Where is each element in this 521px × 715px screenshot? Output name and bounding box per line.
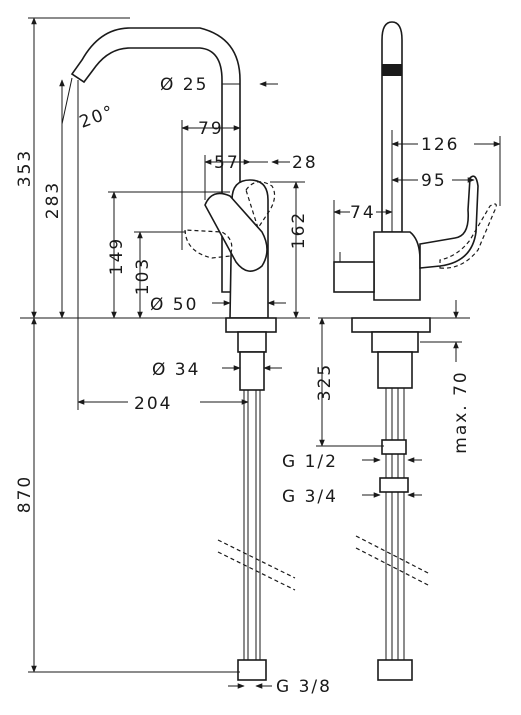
- break-line-left-2: [217, 551, 296, 591]
- mounting-nut-front: [371, 331, 419, 353]
- spout-outlet: [71, 73, 85, 83]
- dim-126: 126: [421, 135, 459, 155]
- lever-handle: [204, 192, 268, 272]
- dim-spout-diameter: Ø 25: [160, 75, 208, 95]
- dim-283: 283: [43, 181, 63, 219]
- hose-connector-left: [237, 659, 267, 681]
- dim-149: 149: [107, 237, 127, 275]
- dim-shank-diameter: Ø 34: [152, 360, 200, 380]
- left-view: 353 283 20° Ø 25 79 57 28 149 103: [15, 17, 332, 697]
- dim-353: 353: [15, 149, 35, 187]
- break-line-left-1: [217, 539, 296, 579]
- dim-870: 870: [15, 475, 35, 513]
- dim-79: 79: [198, 119, 224, 139]
- dim-325: 325: [315, 363, 335, 401]
- dim-28: 28: [292, 153, 318, 173]
- lever-front-alt: [439, 203, 497, 269]
- dim-angle: 20°: [77, 102, 118, 133]
- hose-connector-right: [377, 659, 413, 681]
- break-line-right-2: [355, 547, 431, 587]
- shank: [239, 351, 265, 391]
- base-flange: [225, 317, 277, 333]
- shank-front: [377, 351, 413, 389]
- connector-g12: [381, 439, 407, 455]
- lever-position-up: [245, 181, 276, 230]
- dim-max-70: max. 70: [451, 370, 471, 453]
- lever-front: [419, 175, 479, 269]
- dim-57: 57: [214, 153, 240, 173]
- dim-thread-half: G 1/2: [282, 452, 338, 472]
- dim-95: 95: [421, 171, 447, 191]
- dim-204: 204: [134, 394, 172, 414]
- angle-ref-line: [61, 77, 73, 125]
- side-knob: [333, 261, 375, 293]
- connector-g34: [379, 477, 409, 493]
- break-line-right-1: [355, 535, 431, 575]
- mounting-nut: [237, 331, 267, 353]
- dim-base-diameter: Ø 50: [150, 295, 198, 315]
- dim-connection: G 3/8: [276, 677, 332, 697]
- dim-74: 74: [350, 203, 376, 223]
- dim-thread-three-quarter: G 3/4: [282, 487, 338, 507]
- faucet-body-front: [373, 231, 421, 301]
- dim-103: 103: [133, 257, 153, 295]
- aerator: [382, 64, 402, 76]
- base-front: [351, 317, 431, 333]
- right-view: 126 95 74 325 max. 70 G 1/2 G 3/4: [282, 21, 501, 681]
- dim-162: 162: [289, 211, 309, 249]
